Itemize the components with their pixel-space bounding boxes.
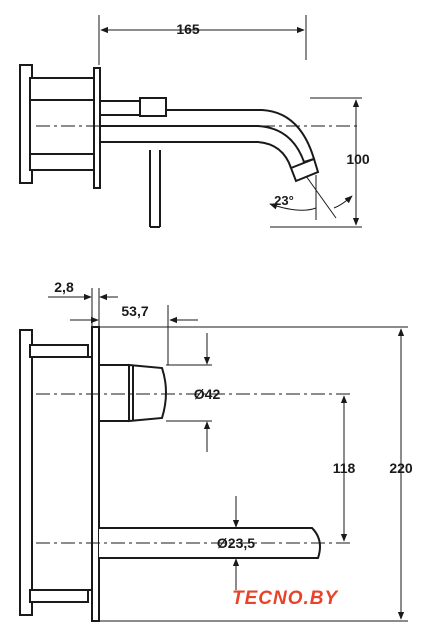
front-view-dimensions: [36, 288, 408, 622]
dim-label-53-7: 53,7: [121, 303, 148, 319]
side-view: [19, 64, 320, 228]
front-spout: [99, 527, 321, 559]
dim-label-220: 220: [389, 460, 413, 476]
side-lever-hub: [139, 97, 167, 117]
side-cover-plate: [93, 67, 101, 189]
front-handle-base: [98, 364, 130, 422]
front-box: [31, 356, 93, 591]
brand-logo: TECNO.BY: [232, 588, 339, 609]
dim-label-165: 165: [176, 21, 200, 37]
front-view: [19, 326, 321, 622]
angle-arc-23: [269, 203, 317, 211]
front-handle-knob: [128, 363, 167, 423]
dim-label-100: 100: [346, 151, 370, 167]
side-spout-lower: [100, 141, 292, 169]
angle-arc-23-right: [333, 195, 353, 209]
front-bottom-bracket: [29, 589, 89, 603]
front-wall-flange: [19, 329, 33, 616]
angle-ref-slanted: [305, 175, 337, 219]
side-wall-box: [29, 77, 95, 171]
dim-label-118: 118: [333, 460, 356, 476]
front-top-bracket: [29, 344, 89, 358]
side-spout: [100, 109, 316, 164]
dim-label-23deg: 23°: [274, 193, 294, 208]
side-lever-base: [99, 100, 141, 116]
dim-label-d23-5: Ø23,5: [217, 535, 255, 551]
dim-label-d42: Ø42: [194, 386, 221, 402]
dim-label-2-8: 2,8: [54, 279, 74, 295]
side-view-dimensions: [36, 15, 362, 228]
front-cover-plate: [91, 326, 100, 622]
side-aerator: [289, 157, 320, 183]
